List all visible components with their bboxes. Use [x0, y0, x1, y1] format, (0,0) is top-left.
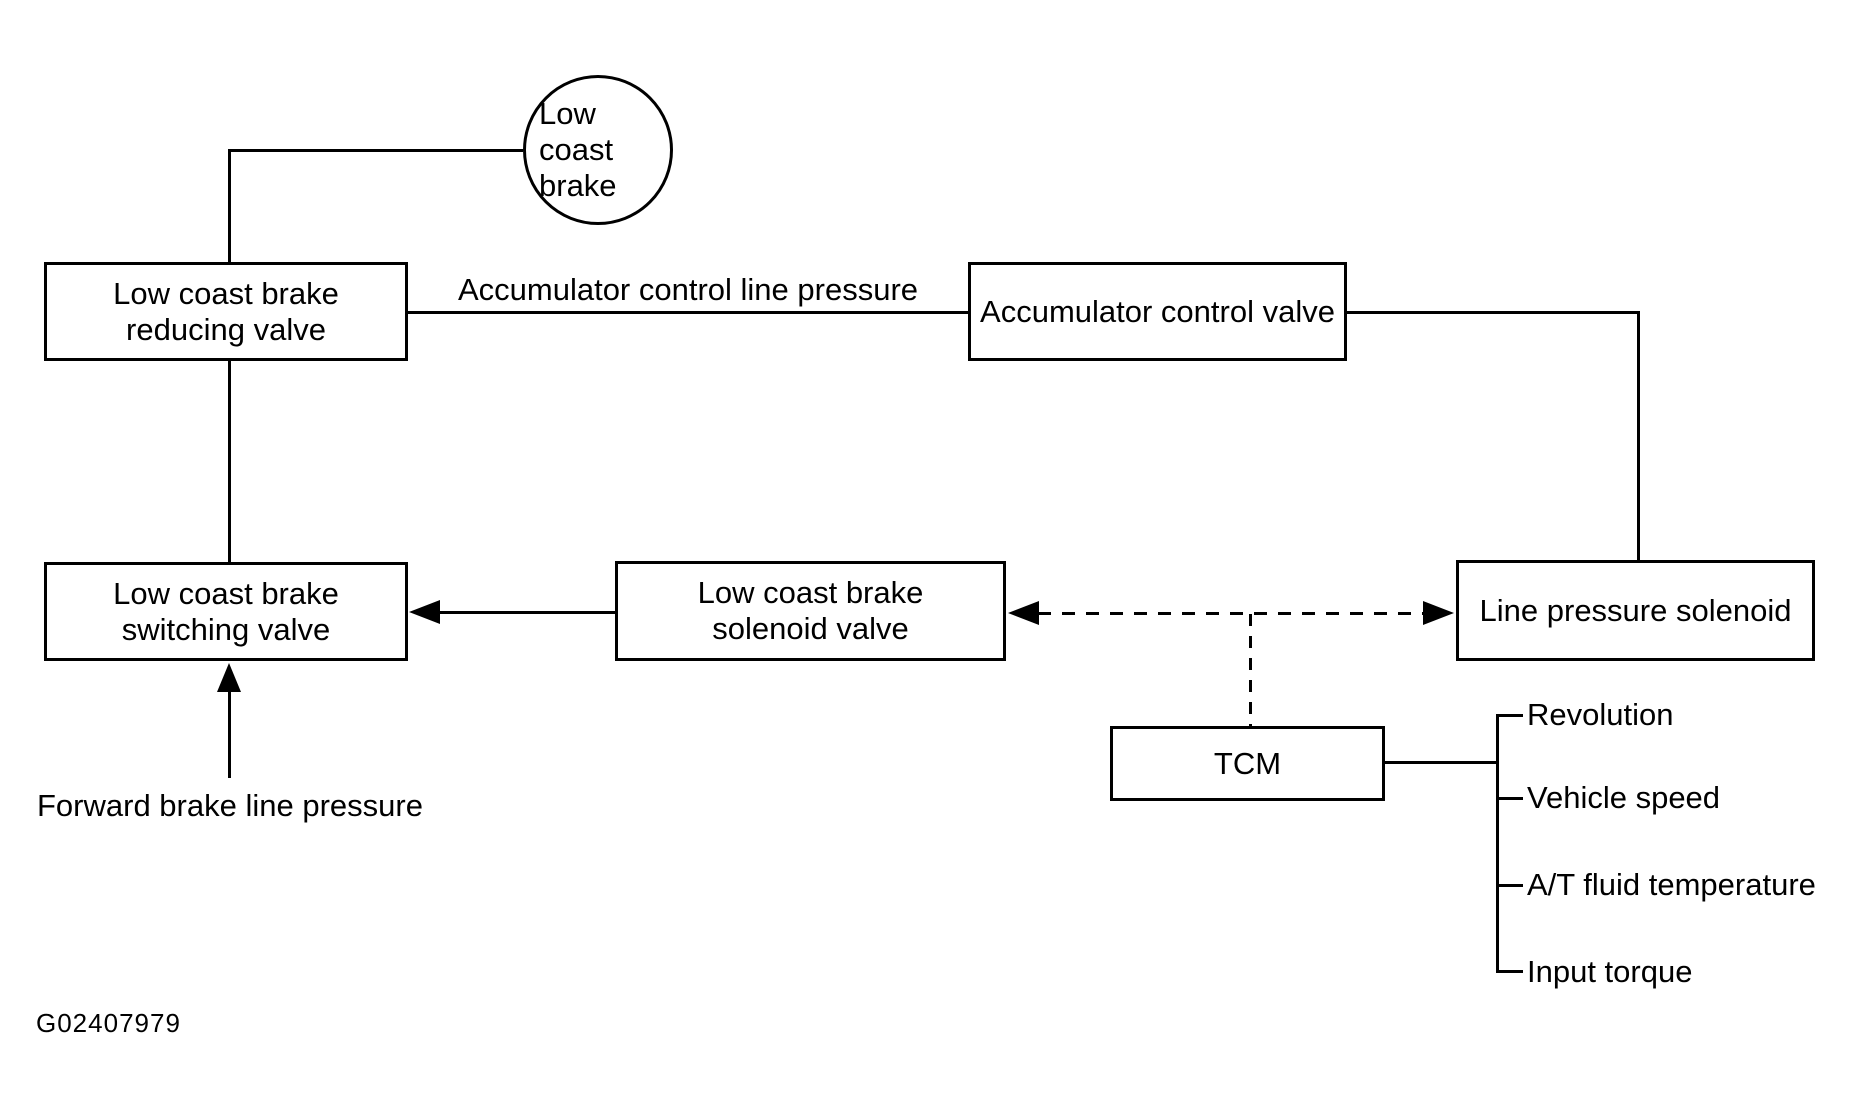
node-switching-valve-label-line1: Low coast brake — [113, 575, 339, 611]
node-reducing-valve-label-line1: Low coast brake — [113, 275, 339, 311]
tcm-input-input-torque: Input torque — [1527, 954, 1693, 989]
bracket-tick-revolution — [1497, 714, 1523, 717]
tcm-input-at-fluid-temperature: A/T fluid temperature — [1527, 867, 1816, 902]
bracket-tick-at-fluid-temperature — [1497, 884, 1523, 887]
connector-accumulator-to-solenoid-h — [1347, 311, 1640, 314]
arrowhead-dashed-right-icon — [1423, 601, 1454, 625]
tcm-input-vehicle-speed: Vehicle speed — [1527, 780, 1721, 815]
node-switching-valve-label-line2: switching valve — [121, 611, 331, 647]
node-reducing-valve: Low coast brake reducing valve — [44, 262, 408, 361]
connector-tcm-to-bracket — [1385, 761, 1498, 764]
connector-dashed-to-tcm — [1249, 614, 1252, 726]
bracket-tick-input-torque — [1497, 970, 1523, 973]
arrowhead-left-icon — [409, 600, 440, 624]
node-tcm: TCM — [1110, 726, 1385, 801]
connector-forward-brake — [228, 690, 231, 778]
node-low-coast-brake-label-line2: brake — [539, 168, 617, 203]
node-line-pressure-solenoid-label: Line pressure solenoid — [1479, 592, 1792, 628]
node-accumulator-control-valve-label: Accumulator control valve — [980, 293, 1335, 329]
tcm-input-revolution: Revolution — [1527, 697, 1674, 732]
connector-solenoid-to-switching — [438, 611, 615, 614]
node-low-coast-brake-label-line1: Low coast — [539, 96, 614, 167]
connector-tcm-signal-dashed — [1038, 612, 1424, 615]
node-line-pressure-solenoid: Line pressure solenoid — [1456, 560, 1815, 661]
node-tcm-label: TCM — [1213, 745, 1282, 781]
node-solenoid-valve-label-line1: Low coast brake — [697, 575, 924, 610]
connector-accumulator-to-solenoid-v — [1637, 311, 1640, 560]
node-solenoid-valve: Low coast brake solenoid valve — [615, 561, 1006, 661]
edge-label-accumulator-control-line-pressure: Accumulator control line pressure — [457, 272, 919, 307]
connector-reducing-to-accumulator — [408, 311, 968, 314]
node-accumulator-control-valve: Accumulator control valve — [968, 262, 1347, 361]
bracket-spine — [1496, 714, 1499, 973]
node-reducing-valve-label-line2: reducing valve — [126, 311, 326, 347]
edge-label-forward-brake-line-pressure: Forward brake line pressure — [37, 788, 423, 823]
node-low-coast-brake: Low coast brake — [523, 75, 673, 225]
connector-reducing-to-switching — [228, 361, 231, 562]
node-solenoid-valve-label-line2: solenoid valve — [712, 611, 909, 646]
node-switching-valve: Low coast brake switching valve — [44, 562, 408, 661]
figure-id: G02407979 — [36, 1008, 181, 1038]
arrowhead-up-icon — [217, 663, 241, 692]
connector-circle-to-reducing — [229, 149, 523, 152]
bracket-tick-vehicle-speed — [1497, 797, 1523, 800]
connector-circle-to-reducing-drop — [228, 149, 231, 262]
arrowhead-dashed-left-icon — [1008, 601, 1039, 625]
